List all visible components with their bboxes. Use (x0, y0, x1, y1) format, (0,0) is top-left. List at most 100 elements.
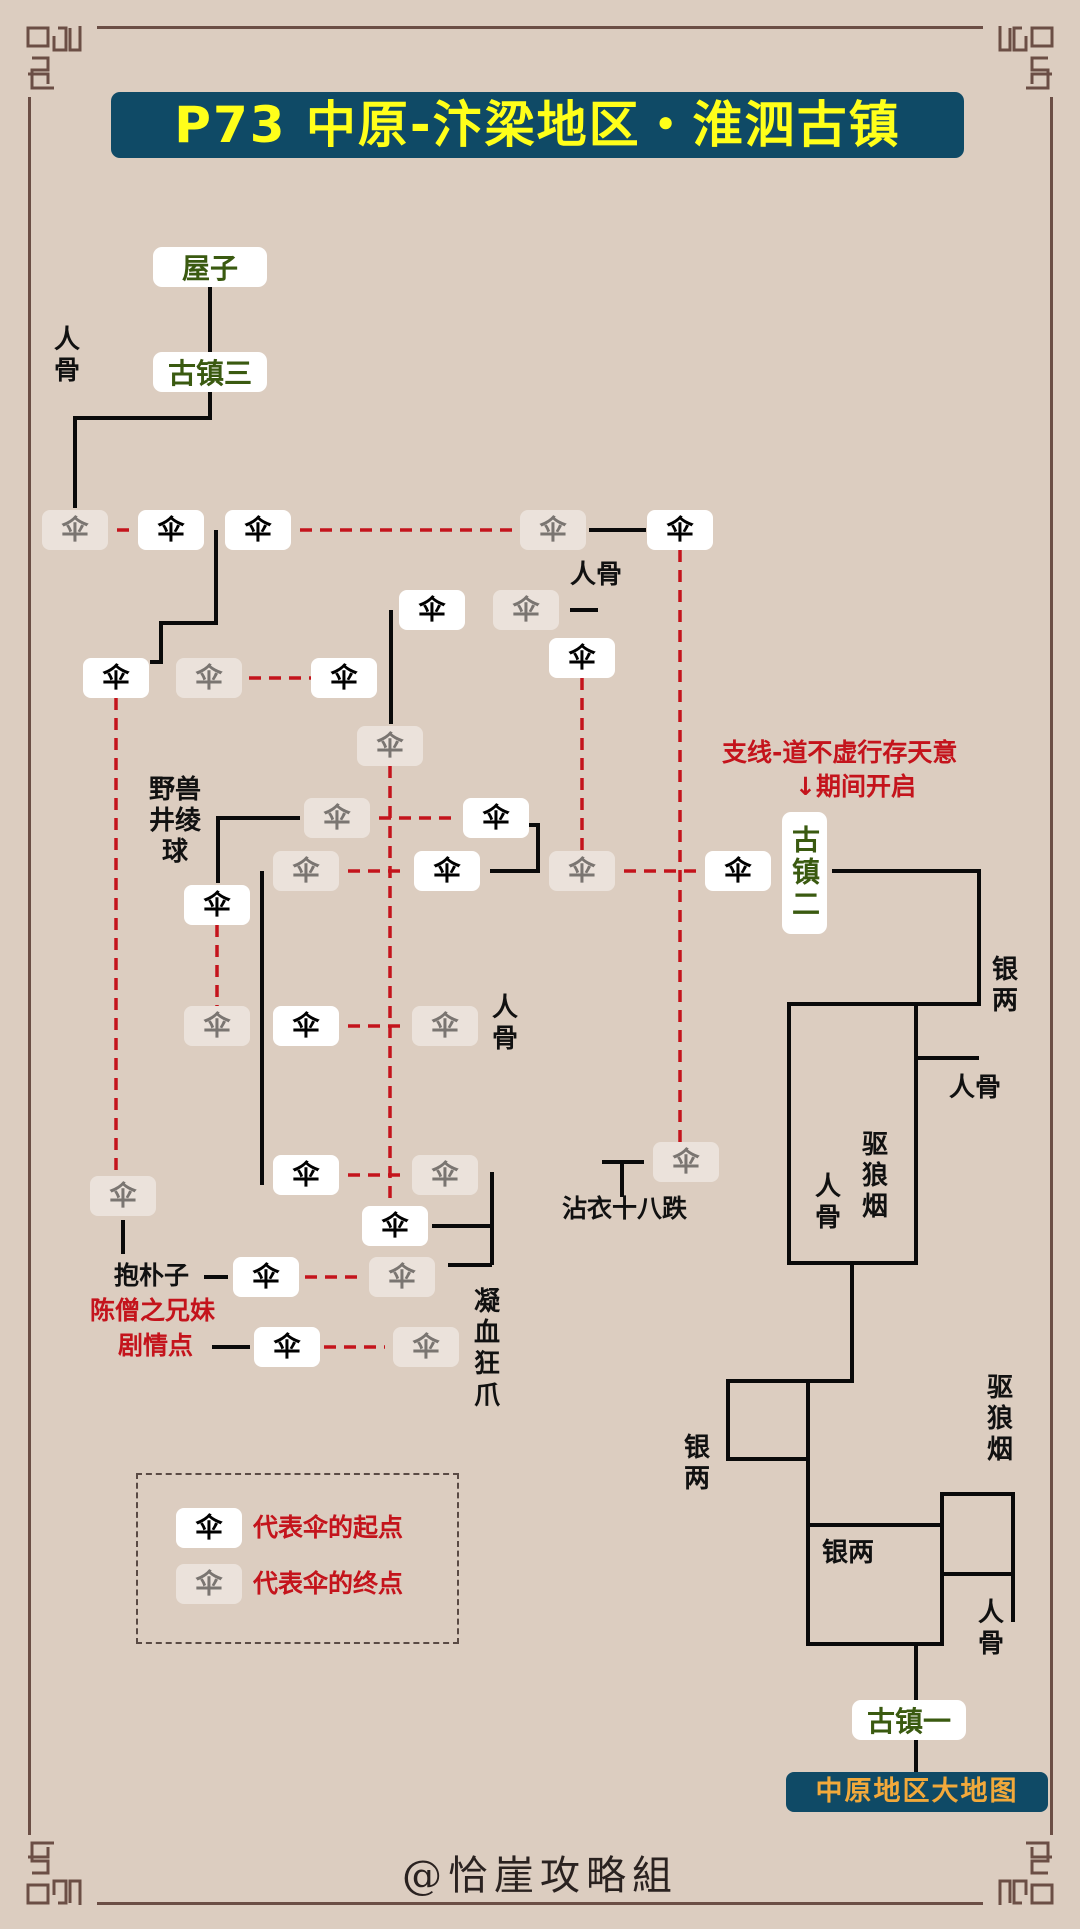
umbrella-icon: 伞 (330, 662, 358, 694)
umbrella-node-start[interactable]: 伞 (549, 638, 615, 678)
umbrella-node-end[interactable]: 伞 (176, 658, 242, 698)
frame-bottom (97, 1902, 983, 1905)
legend-box: 伞 代表伞的起点 伞 代表伞的终点 (136, 1473, 459, 1644)
umbrella-icon: 伞 (539, 514, 567, 546)
label-silver-box: 银两 (822, 1538, 875, 1568)
umbrella-icon: 伞 (203, 889, 231, 921)
umbrella-node-start[interactable]: 伞 (273, 1006, 339, 1046)
umbrella-icon: 伞 (195, 1568, 223, 1600)
umbrella-node-start[interactable]: 伞 (362, 1206, 428, 1246)
umbrella-node-end[interactable]: 伞 (653, 1142, 719, 1182)
umbrella-node-start[interactable]: 伞 (273, 1155, 339, 1195)
umbrella-icon: 伞 (418, 594, 446, 626)
legend-start-node: 伞 (176, 1508, 242, 1548)
umbrella-icon: 伞 (431, 1159, 459, 1191)
corner-ornament-bl (26, 1841, 82, 1905)
region-map-button[interactable]: 中原地区大地图 (786, 1772, 1048, 1812)
umbrella-icon: 伞 (323, 802, 351, 834)
umbrella-node-start[interactable]: 伞 (225, 510, 291, 550)
branch-quest-line1: 支线-道不虚行存天意 (722, 738, 958, 767)
label-silver-right: 银两 (991, 955, 1018, 1017)
label-baopuzi: 抱朴子 (114, 1261, 190, 1290)
corner-ornament-br (998, 1841, 1054, 1905)
umbrella-icon: 伞 (252, 1261, 280, 1293)
umbrella-icon: 伞 (482, 802, 510, 834)
umbrella-node-end[interactable]: 伞 (412, 1155, 478, 1195)
umbrella-icon: 伞 (568, 642, 596, 674)
legend-end-node: 伞 (176, 1564, 242, 1604)
frame-top (97, 26, 983, 29)
umbrella-node-end[interactable]: 伞 (357, 726, 423, 766)
place-town3[interactable]: 古镇三 (153, 352, 267, 392)
umbrella-node-end[interactable]: 伞 (393, 1327, 459, 1367)
dashed-routes (114, 528, 697, 1349)
label-zhanyi: 沾衣十八跌 (562, 1194, 688, 1223)
umbrella-icon: 伞 (292, 1159, 320, 1191)
label-bone-right: 人骨 (949, 1073, 1002, 1103)
umbrella-icon: 伞 (672, 1146, 700, 1178)
umbrella-node-end[interactable]: 伞 (369, 1257, 435, 1297)
umbrella-icon: 伞 (195, 662, 223, 694)
label-bone-top-left: 人骨 (53, 325, 80, 387)
umbrella-icon: 伞 (724, 855, 752, 887)
umbrella-icon: 伞 (102, 662, 130, 694)
umbrella-node-start[interactable]: 伞 (233, 1257, 299, 1297)
label-wolf-smoke-box: 驱狼烟 (861, 1130, 888, 1223)
umbrella-node-end[interactable]: 伞 (549, 851, 615, 891)
umbrella-icon: 伞 (157, 514, 185, 546)
umbrella-icon: 伞 (381, 1210, 409, 1242)
label-bone-box: 人骨 (814, 1172, 841, 1234)
umbrella-node-end[interactable]: 伞 (520, 510, 586, 550)
umbrella-node-start[interactable]: 伞 (311, 658, 377, 698)
page-title: P73 中原-汴梁地区・淮泗古镇 (111, 92, 964, 158)
frame-left (28, 97, 31, 1835)
umbrella-icon: 伞 (109, 1180, 137, 1212)
umbrella-icon: 伞 (244, 514, 272, 546)
label-blood-claw: 凝血狂爪 (473, 1287, 500, 1411)
label-beast-ball: 野兽井绫球 (148, 775, 201, 868)
umbrella-node-end[interactable]: 伞 (304, 798, 370, 838)
umbrella-node-start[interactable]: 伞 (83, 658, 149, 698)
umbrella-icon: 伞 (512, 594, 540, 626)
legend-end-label: 代表伞的终点 (253, 1569, 404, 1598)
umbrella-icon: 伞 (195, 1512, 223, 1544)
umbrella-node-end[interactable]: 伞 (493, 590, 559, 630)
credit-watermark: @恰崖攻略組 (402, 1853, 678, 1899)
label-story-line1: 陈僧之兄妹 (90, 1296, 216, 1325)
umbrella-node-start[interactable]: 伞 (399, 590, 465, 630)
label-story-line2: 剧情点 (118, 1331, 194, 1360)
umbrella-icon: 伞 (273, 1331, 301, 1363)
legend-start-label: 代表伞的起点 (253, 1513, 404, 1542)
umbrella-node-start[interactable]: 伞 (414, 851, 480, 891)
umbrella-icon: 伞 (431, 1010, 459, 1042)
label-silver-left-low: 银两 (683, 1433, 710, 1495)
umbrella-icon: 伞 (376, 730, 404, 762)
label-bone-center-right: 人骨 (491, 993, 518, 1055)
umbrella-node-start[interactable]: 伞 (705, 851, 771, 891)
umbrella-node-end[interactable]: 伞 (184, 1006, 250, 1046)
umbrella-node-end[interactable]: 伞 (273, 851, 339, 891)
umbrella-node-end[interactable]: 伞 (42, 510, 108, 550)
umbrella-icon: 伞 (433, 855, 461, 887)
umbrella-icon: 伞 (292, 855, 320, 887)
umbrella-icon: 伞 (666, 514, 694, 546)
umbrella-icon: 伞 (292, 1010, 320, 1042)
umbrella-node-start[interactable]: 伞 (647, 510, 713, 550)
umbrella-node-start[interactable]: 伞 (138, 510, 204, 550)
umbrella-icon: 伞 (61, 514, 89, 546)
place-town2[interactable]: 古镇二 (782, 812, 827, 934)
umbrella-node-start[interactable]: 伞 (254, 1327, 320, 1367)
branch-quest-line2: ↓期间开启 (795, 772, 916, 801)
umbrella-node-end[interactable]: 伞 (90, 1176, 156, 1216)
label-bone-bottom-right: 人骨 (977, 1598, 1004, 1660)
umbrella-node-start[interactable]: 伞 (463, 798, 529, 838)
umbrella-node-start[interactable]: 伞 (184, 885, 250, 925)
umbrella-icon: 伞 (203, 1010, 231, 1042)
umbrella-node-end[interactable]: 伞 (412, 1006, 478, 1046)
umbrella-icon: 伞 (388, 1261, 416, 1293)
place-house[interactable]: 屋子 (153, 247, 267, 287)
place-town1[interactable]: 古镇一 (852, 1700, 966, 1740)
label-bone-mid: 人骨 (570, 560, 623, 590)
solid-paths (73, 287, 1015, 1772)
